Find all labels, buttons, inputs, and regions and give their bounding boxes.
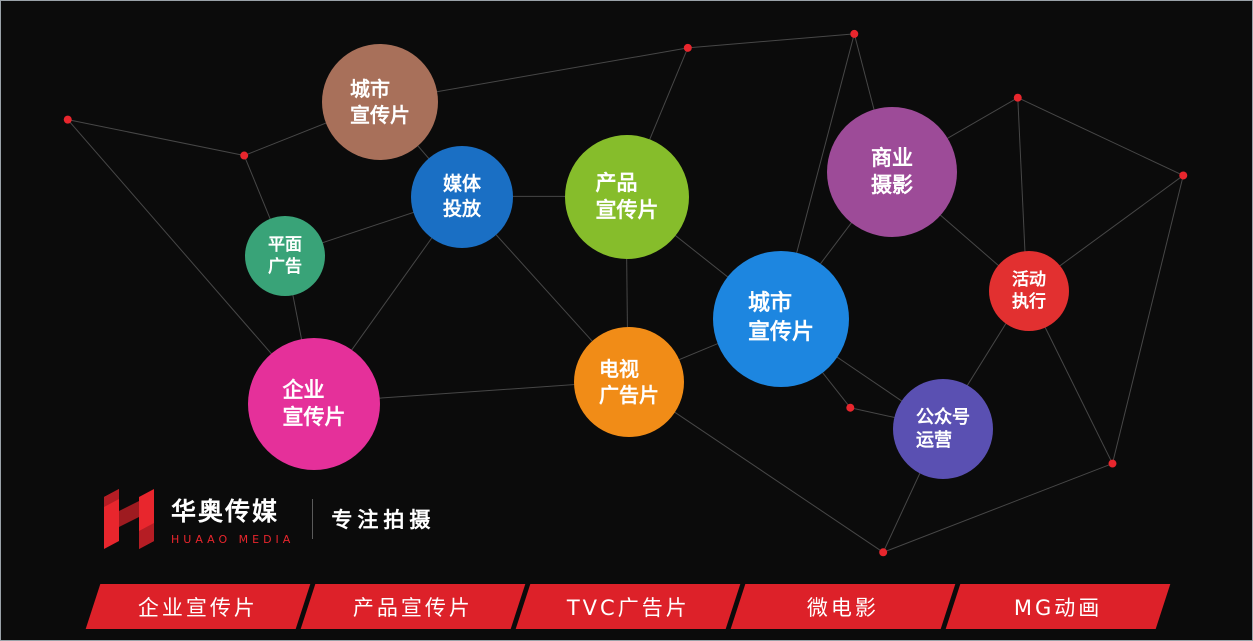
footer-button-label: 企业宣传片 [138,595,258,620]
bubble-label-line: 摄影 [871,173,913,197]
bubble-event-execution[interactable]: 活动 执行 [989,251,1069,331]
bubble-label: 企业 宣传片 [283,377,346,432]
brand-divider [312,499,314,539]
bubble-label: 城市 宣传片 [350,76,410,128]
bubble-label-line: 宣传片 [747,320,814,345]
bubble-print-advertising[interactable]: 平面 广告 [245,216,325,296]
bubble-city-promo-brown[interactable]: 城市 宣传片 [322,44,438,160]
bubble-label-line: 运营 [916,430,952,451]
footer-button-micro-film[interactable]: 微电影 [730,584,956,629]
bubble-label-line: 广告 [268,257,302,277]
bubble-label-line: 投放 [442,198,481,220]
bubble-label-line: 执行 [1012,292,1046,312]
huaao-logo-icon [104,489,154,549]
brand-name-cn: 华奥传媒 [171,497,280,526]
bubble-label: 电视 广告片 [599,356,659,408]
bubble-label: 产品 宣传片 [596,170,659,225]
bubble-product-promo[interactable]: 产品 宣传片 [565,135,689,259]
bubble-label: 媒体 投放 [443,172,481,221]
footer-button-label: MG动画 [1013,595,1103,620]
bubble-label: 活动 执行 [1012,269,1046,313]
bubble-label-line: 活动 [1012,269,1046,290]
bubble-media-placement[interactable]: 媒体 投放 [411,146,513,248]
footer-button-bar: 企业宣传片 产品宣传片 TVC广告片 微电影 MG动画 [85,584,1171,629]
bubble-label-line: 城市 [747,291,792,317]
footer-button-tvc-commercial[interactable]: TVC广告片 [515,584,741,629]
footer-button-label: 微电影 [807,595,879,620]
bubble-label-line: 广告片 [599,383,659,407]
bubble-label: 商业 摄影 [871,145,913,200]
bubble-label-line: 宣传片 [595,198,659,222]
bubble-corporate-promo[interactable]: 企业 宣传片 [248,338,380,470]
bubble-label-line: 宣传片 [282,405,346,429]
bubble-label-line: 公众号 [916,406,970,428]
brand-tagline: 专注拍摄 [331,508,436,532]
footer-button-mg-animation[interactable]: MG动画 [945,584,1171,629]
bubble-tv-commercial[interactable]: 电视 广告片 [574,327,684,437]
bubble-official-account-ops[interactable]: 公众号 运营 [893,379,993,479]
footer-button-label: 产品宣传片 [353,595,473,620]
bubble-label: 平面 广告 [268,234,302,278]
bubble-commercial-photography[interactable]: 商业 摄影 [827,107,957,237]
footer-button-label: TVC广告片 [566,595,690,620]
footer-button-product-promo[interactable]: 产品宣传片 [300,584,526,629]
bubble-city-promo-blue[interactable]: 城市 宣传片 [713,251,849,387]
bubble-label-line: 商业 [871,145,913,170]
bubble-label-line: 宣传片 [350,103,410,127]
brand-name-en: HUAAO MEDIA [171,533,295,546]
bubble-label-line: 企业 [282,377,325,402]
bubble-label-line: 平面 [268,234,302,255]
bubble-label-line: 媒体 [442,173,481,196]
bubble-label: 城市 宣传片 [748,290,814,347]
footer-button-corporate-promo[interactable]: 企业宣传片 [85,584,311,629]
logo-block: 华奥传媒 HUAAO MEDIA 专注拍摄 [101,487,435,551]
bubble-label-line: 产品 [595,170,638,195]
bubble-label-line: 城市 [350,77,390,101]
bubble-label: 公众号 运营 [916,406,970,453]
bubble-label-line: 电视 [599,357,639,381]
brand-text: 华奥传媒 HUAAO MEDIA [171,492,294,546]
